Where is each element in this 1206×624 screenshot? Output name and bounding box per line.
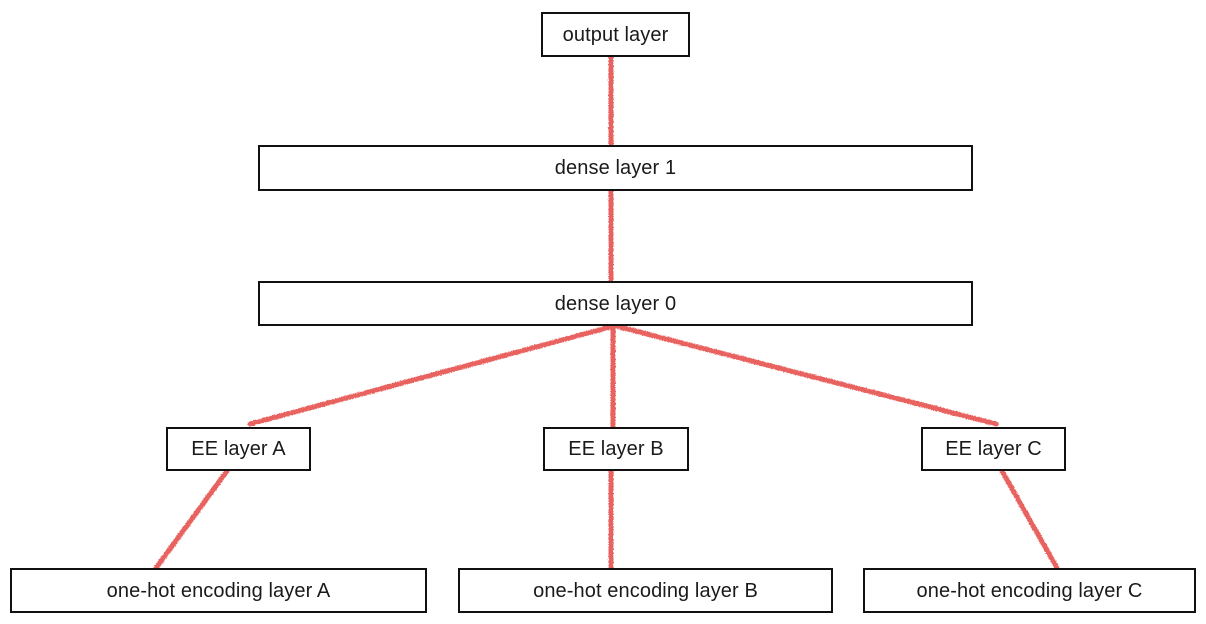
node-ee-layer-b[interactable]: EE layer B: [543, 427, 689, 471]
node-ee-layer-c[interactable]: EE layer C: [921, 427, 1066, 471]
node-label: one-hot encoding layer C: [916, 579, 1143, 602]
node-label: output layer: [562, 23, 669, 46]
node-ee-layer-a[interactable]: EE layer A: [166, 427, 311, 471]
edge-onehot-a-to-ee-a: [153, 468, 230, 571]
node-one-hot-encoding-layer-b[interactable]: one-hot encoding layer B: [458, 568, 833, 613]
node-label: dense layer 0: [554, 292, 677, 315]
node-dense-layer-1[interactable]: dense layer 1: [258, 145, 973, 191]
node-label: EE layer A: [191, 438, 286, 460]
node-label: EE layer B: [568, 438, 664, 460]
node-label: dense layer 1: [554, 157, 677, 179]
node-label: one-hot encoding layer A: [106, 579, 331, 602]
node-label: one-hot encoding layer B: [533, 579, 758, 602]
node-label: EE layer C: [945, 438, 1042, 460]
edge-ee-a-to-dense0: [247, 323, 617, 427]
node-one-hot-encoding-layer-c[interactable]: one-hot encoding layer C: [863, 568, 1196, 613]
node-dense-layer-0[interactable]: dense layer 0: [258, 281, 973, 326]
edge-ee-c-to-dense0: [613, 323, 999, 427]
node-output-layer[interactable]: output layer: [541, 12, 690, 57]
node-one-hot-encoding-layer-a[interactable]: one-hot encoding layer A: [10, 568, 427, 613]
edge-onehot-c-to-ee-c: [999, 468, 1060, 571]
